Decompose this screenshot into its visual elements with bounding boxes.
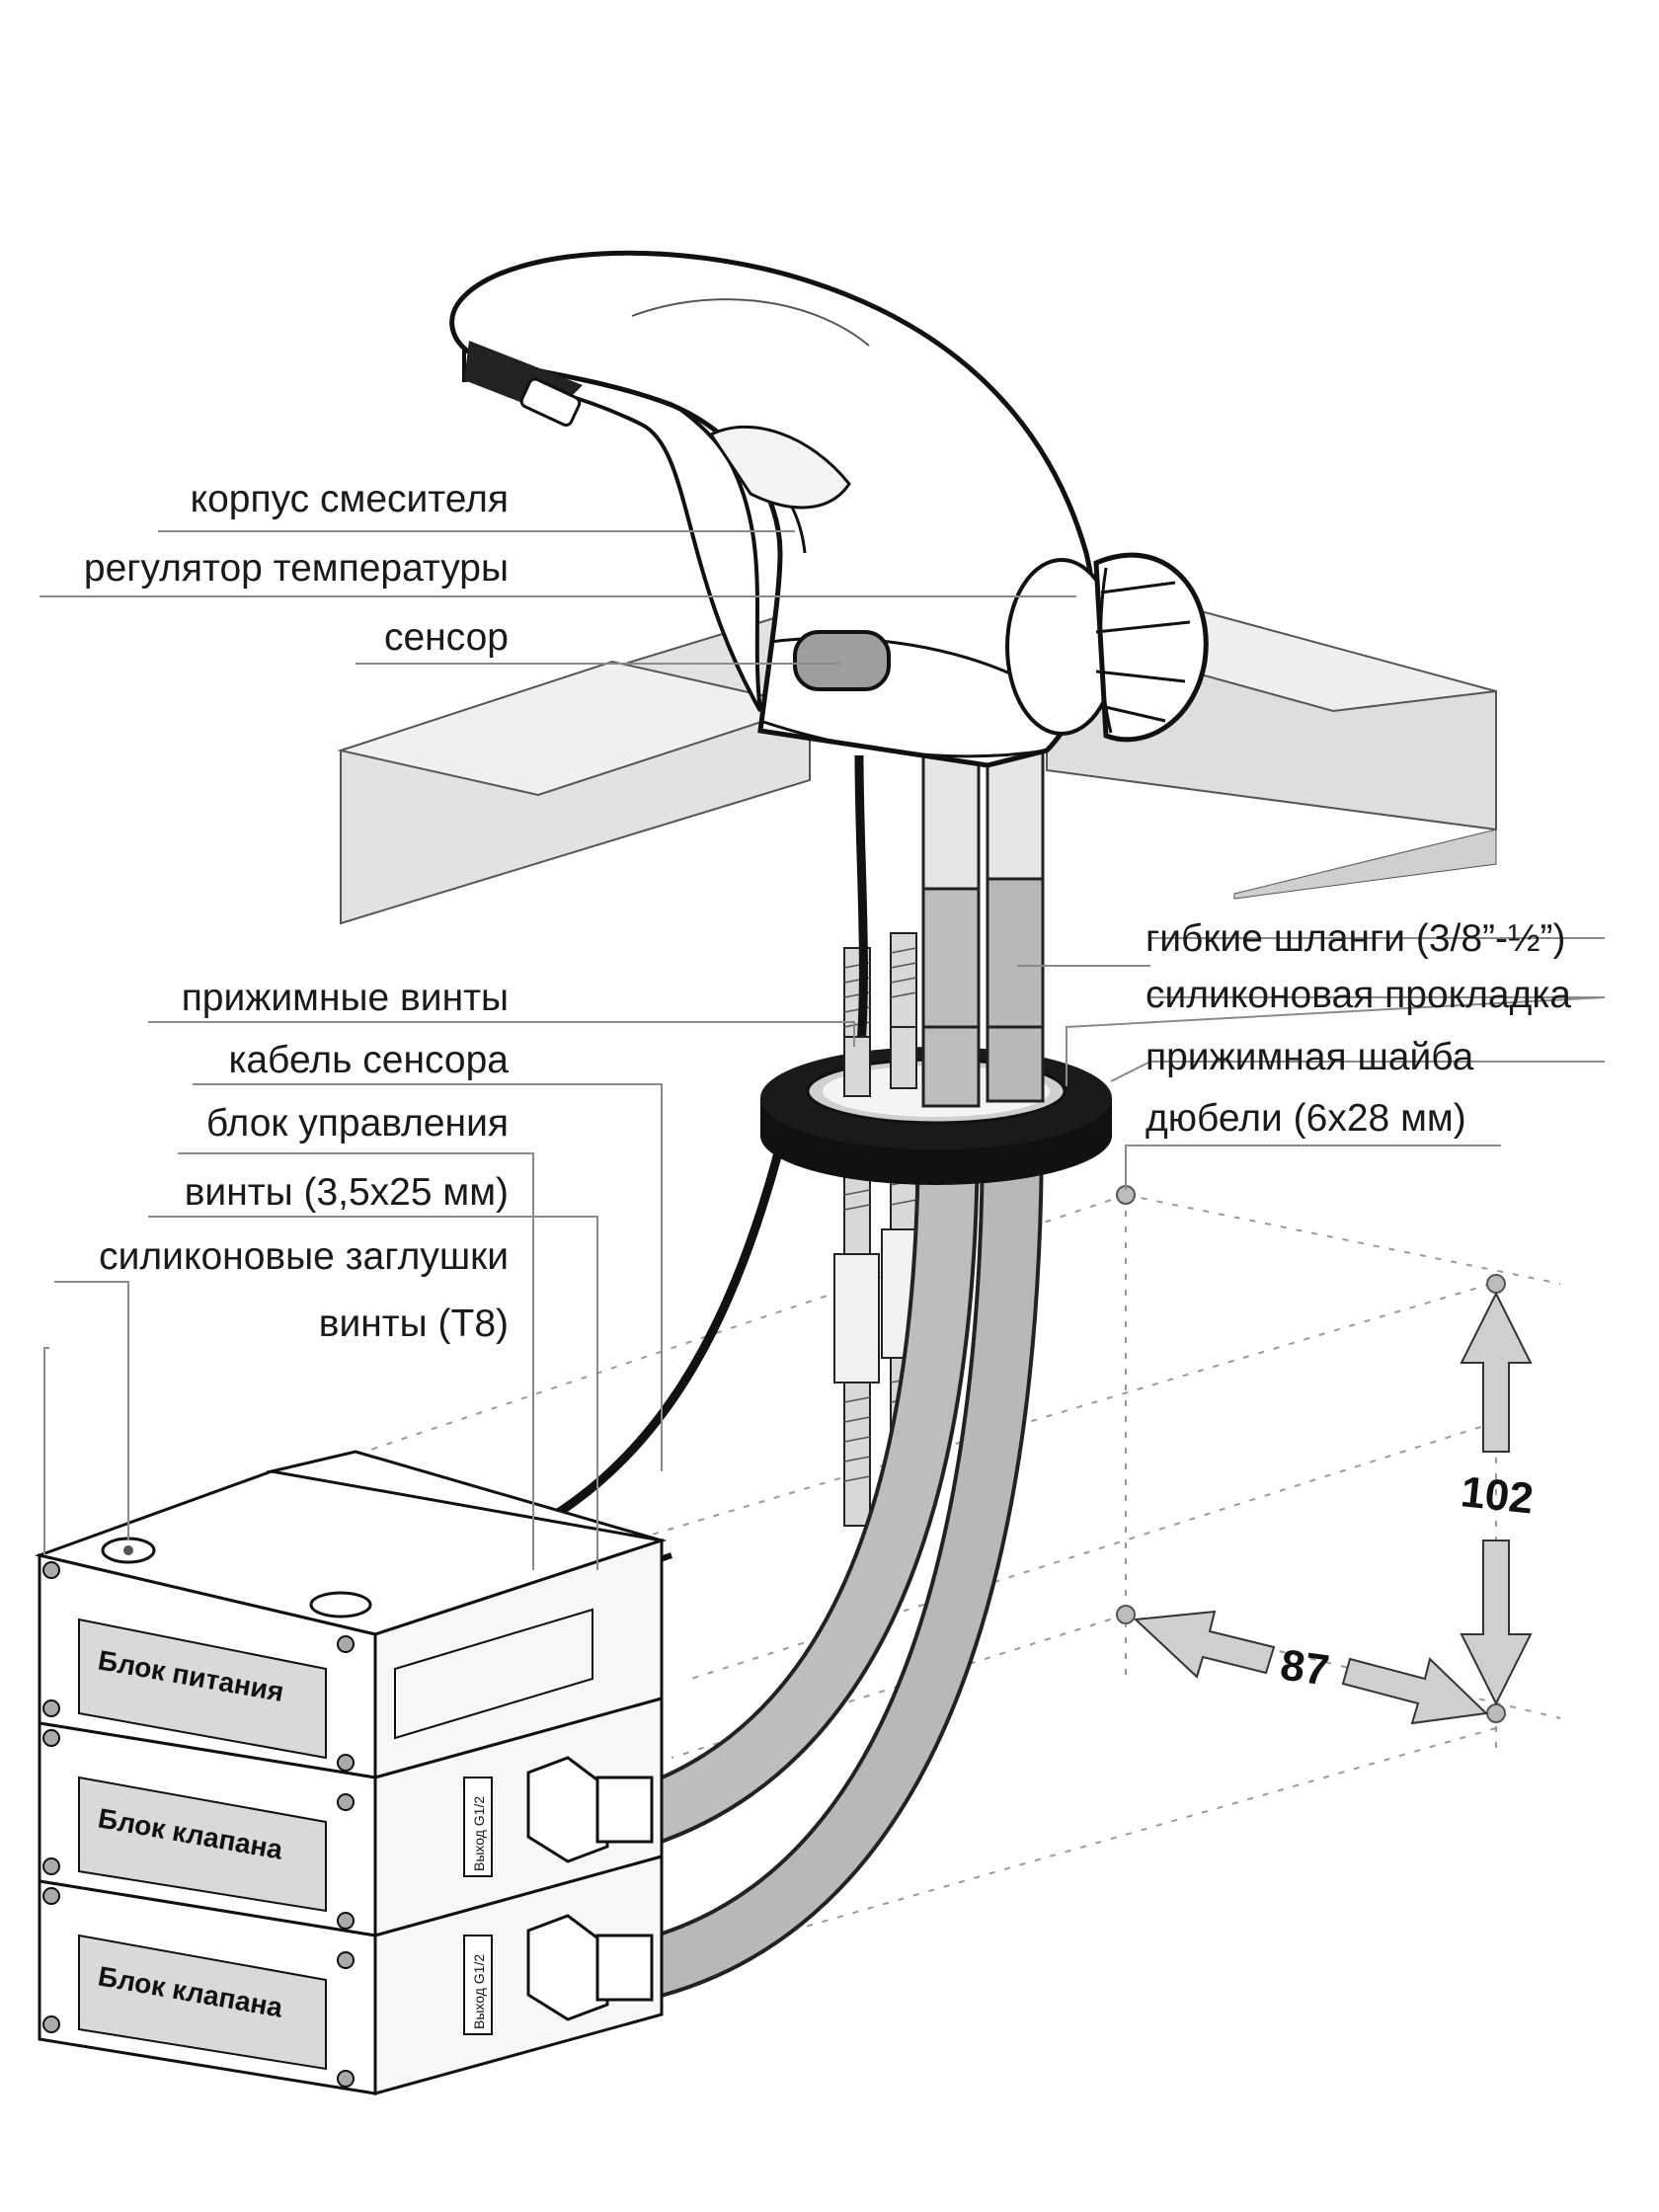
outlet-label: Выход G1/2 [471, 1954, 487, 2029]
outlet-label: Выход G1/2 [471, 1796, 487, 1871]
label-gasket: силиконовая прокладка [1146, 974, 1571, 1016]
module-valve-1: Блок клапана Выход G1/2 [38, 1697, 664, 1937]
dowel-point [1116, 1605, 1136, 1624]
control-unit: Блок питания Блок клапана Выход G1/2 [34, 1450, 672, 2095]
label-sensor: сенсор [384, 616, 509, 659]
module-power: Блок питания [38, 1538, 664, 1779]
label-faucet-body: корпус смесителя [191, 478, 509, 520]
dimension-horizontal: 87 [1278, 1640, 1332, 1695]
label-sensor-cable: кабель сенсора [228, 1039, 509, 1081]
temperature-knob [1005, 552, 1209, 743]
label-silicone-plugs: силиконовые заглушки [99, 1235, 509, 1278]
label-clamp-screws: прижимные винты [182, 977, 509, 1019]
label-screws-t8: винты (T8) [319, 1303, 509, 1345]
label-washer: прижимная шайба [1146, 1036, 1474, 1078]
countertop [337, 605, 1497, 925]
dimension-vertical: 102 [1459, 1467, 1536, 1523]
dimension-arrow-horizontal [1133, 1610, 1489, 1725]
label-dowels: дюбели (6x28 мм) [1146, 1097, 1466, 1140]
callout-labels: корпус смесителя регулятор температуры с… [84, 478, 1571, 1345]
dimension-arrow-vertical [1460, 1291, 1533, 1706]
faucet-body [449, 250, 1209, 768]
label-control-unit: блок управления [206, 1102, 509, 1145]
sensor-window [793, 630, 891, 691]
dimension-markers: 102 87 [1116, 1185, 1536, 1725]
module-valve-2: Блок клапана Выход G1/2 [38, 1855, 664, 2095]
leader-lines [40, 530, 1606, 1570]
clamp-washer [760, 1025, 1112, 1185]
label-hoses: гибкие шланги (3/8”-½”) [1146, 917, 1566, 960]
label-temperature-regulator: регулятор температуры [84, 547, 509, 590]
dowel-point [1486, 1274, 1506, 1294]
dowel-point [1486, 1703, 1506, 1723]
label-screws-35x25: винты (3,5x25 мм) [185, 1171, 509, 1214]
flexible-hoses [631, 749, 1045, 2002]
